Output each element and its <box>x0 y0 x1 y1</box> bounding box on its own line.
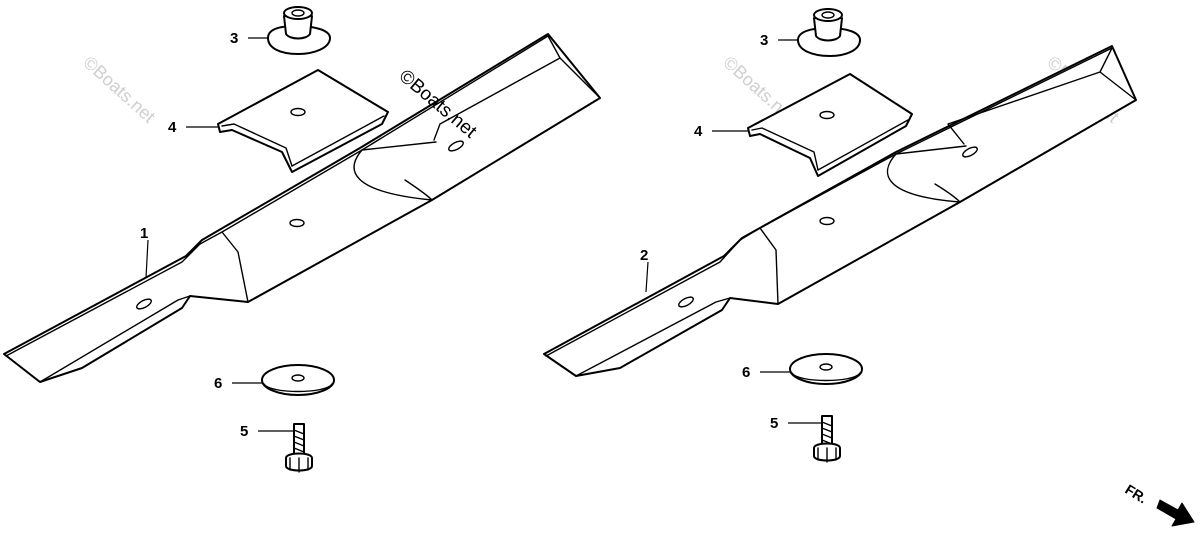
front-direction-indicator: FR. <box>1122 481 1195 527</box>
right-assembly: 2 3 4 6 5 <box>543 8 1137 463</box>
arrow-right-icon <box>1156 499 1195 527</box>
direction-label: FR. <box>1122 481 1150 507</box>
nut-3-right-drawing <box>797 8 861 57</box>
nut-3-drawing <box>267 6 331 55</box>
plate-4-right-drawing <box>747 73 913 177</box>
left-assembly: 1 3 4 6 5 <box>3 6 601 473</box>
callout-4-right: 4 <box>694 123 703 140</box>
bolt-5-drawing <box>285 423 313 473</box>
callout-3-left: 3 <box>230 30 238 47</box>
callout-6-right: 6 <box>742 364 750 381</box>
bolt-5-right-drawing <box>813 415 841 463</box>
callout-6-left: 6 <box>214 375 222 392</box>
callout-3-right: 3 <box>760 32 768 49</box>
washer-6-right-drawing <box>789 353 863 385</box>
callout-2: 2 <box>640 247 648 264</box>
blade-2-drawing <box>543 45 1137 377</box>
plate-4-drawing <box>217 69 389 173</box>
watermark-faint-left: ©Boats.net <box>79 52 159 127</box>
callout-5-left: 5 <box>240 423 248 440</box>
washer-6-drawing <box>261 364 335 396</box>
callout-5-right: 5 <box>770 415 778 432</box>
callout-4-left: 4 <box>168 119 177 136</box>
callout-1: 1 <box>140 225 148 242</box>
blade-1-drawing <box>3 33 601 383</box>
